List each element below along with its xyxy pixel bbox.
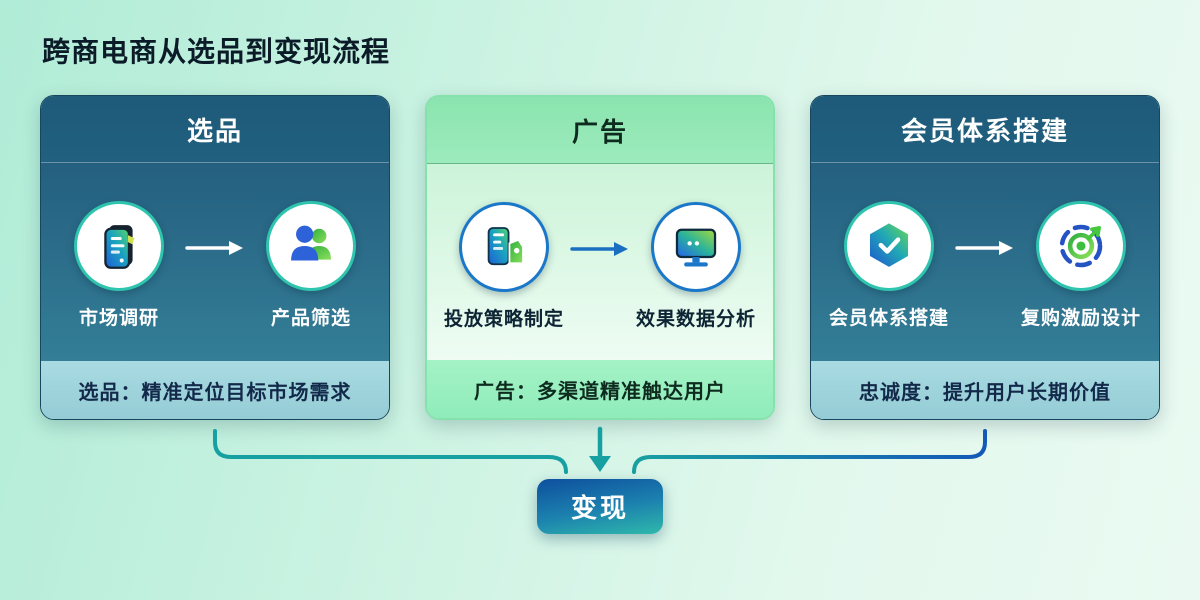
gear-target-icon [1036,201,1126,291]
card-selection-footer: 选品：精准定位目标市场需求 [41,361,389,419]
arrow-right-icon [955,241,1013,255]
card-membership-footer: 忠诚度：提升用户长期价值 [811,361,1159,419]
card-selection-body: 市场调研 产品筛选 [41,163,389,361]
card-advertising-footer: 广告：多渠道精准触达用户 [427,360,773,418]
card-advertising-header: 广告 [427,97,773,164]
card-membership-header: 会员体系搭建 [811,96,1159,163]
step-label: 市场调研 [78,308,159,329]
strategy-document-tag-icon [459,202,549,292]
page-title: 跨商电商从选品到变现流程 [42,36,391,67]
step-label: 会员体系搭建 [828,308,949,329]
step-label: 投放策略制定 [443,309,564,330]
step-market-research: 市场调研 [53,201,185,330]
step-label: 产品筛选 [270,308,351,329]
step-label: 复购激励设计 [1020,308,1141,329]
step-ad-strategy: 投放策略制定 [438,202,570,331]
step-product-screening: 产品筛选 [245,201,377,330]
card-advertising-body: 投放策略制定 效果数据分析 [427,164,773,360]
card-selection: 选品 市场调研 [40,95,390,420]
step-membership-system: 会员体系搭建 [823,201,955,330]
arrow-right-icon [185,241,243,255]
step-data-analysis: 效果数据分析 [630,202,762,331]
arrow-right-icon [570,242,628,256]
card-selection-header: 选品 [41,96,389,163]
hexagon-check-icon [844,201,934,291]
card-membership: 会员体系搭建 会员体系搭建 复购 [810,95,1160,420]
card-membership-body: 会员体系搭建 复购激励设计 [811,163,1159,361]
step-repurchase-incentive: 复购激励设计 [1015,201,1147,330]
step-label: 效果数据分析 [635,309,756,330]
users-icon [266,201,356,291]
market-research-document-icon [74,201,164,291]
arrow-down-icon [589,426,611,472]
monetize-button: 变现 [537,479,663,534]
converging-connector-lines [213,426,987,474]
card-advertising: 广告 投放策略制定 [425,95,775,420]
monitor-analytics-icon [651,202,741,292]
